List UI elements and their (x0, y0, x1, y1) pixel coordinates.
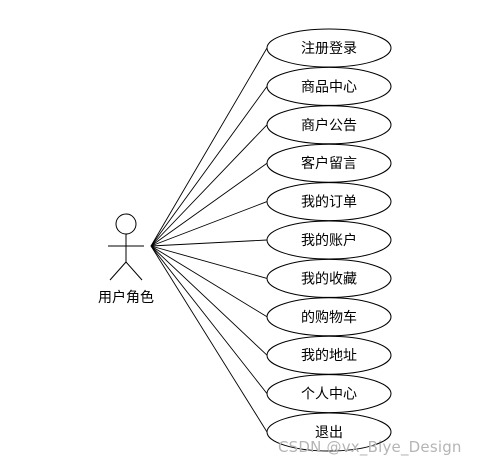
use-case-label: 的购物车 (301, 309, 357, 326)
use-cases: 注册登录商品中心商户公告客户留言我的订单我的账户我的收藏的购物车我的地址个人中心… (266, 28, 392, 452)
association-line (150, 47, 268, 247)
association-line (150, 245, 268, 394)
use-case: 商品中心 (266, 66, 392, 106)
use-case-label: 商品中心 (301, 79, 357, 95)
use-case-label: 客户留言 (301, 155, 357, 172)
association-line (150, 201, 268, 247)
use-case-label: 商户公告 (301, 117, 357, 134)
actor-right-leg (125, 261, 143, 281)
actor-label: 用户角色 (98, 289, 154, 306)
association-line (150, 245, 268, 433)
use-case-label: 我的账户 (301, 232, 357, 249)
use-case-label: 我的订单 (301, 195, 357, 211)
use-case: 退出 (266, 412, 392, 452)
association-line (150, 245, 268, 279)
association-line (150, 124, 268, 247)
actor: 用户角色 (98, 213, 154, 306)
use-case: 我的订单 (266, 182, 392, 222)
association-line (150, 245, 268, 318)
association-line (150, 86, 268, 247)
use-case: 我的收藏 (266, 258, 392, 298)
association-line (150, 245, 268, 356)
association-lines (150, 47, 268, 433)
association-line (150, 239, 268, 247)
actor-left-leg (109, 261, 127, 281)
use-case: 个人中心 (266, 374, 392, 414)
use-case-ellipse (266, 412, 392, 452)
use-case-label: 退出 (315, 425, 343, 441)
use-case-label: 个人中心 (301, 387, 357, 403)
use-case: 注册登录 (266, 28, 392, 68)
use-case: 的购物车 (266, 297, 392, 337)
use-case: 客户留言 (266, 143, 392, 183)
use-case-label: 我的地址 (301, 348, 357, 364)
actor-head (115, 213, 137, 235)
use-case-label: 我的收藏 (301, 271, 357, 287)
use-case: 我的账户 (266, 220, 392, 260)
use-case-label: 注册登录 (301, 41, 357, 57)
use-case: 商户公告 (266, 105, 392, 145)
association-line (150, 162, 268, 247)
use-case: 我的地址 (266, 335, 392, 375)
watermark: CSDN @vx_Biye_Design (278, 438, 462, 456)
